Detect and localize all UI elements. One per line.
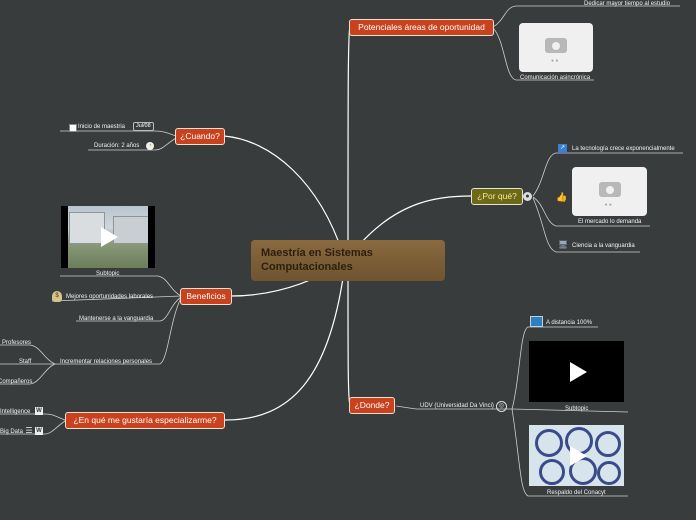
expand-icon[interactable]: ● xyxy=(523,192,532,201)
dedicar-tiempo-text: Dedicar mayor tiempo al estudio xyxy=(584,1,671,7)
topic-cuando-label: ¿Cuando? xyxy=(180,131,220,141)
bigdata-text: Big Data xyxy=(0,429,24,435)
money-bag-icon: $ xyxy=(52,291,62,302)
topic-porque-label: ¿Por qué? xyxy=(477,191,517,201)
central-title: Maestría en Sistemas Computacionales xyxy=(261,247,373,273)
topic-potenciales[interactable]: Potenciales áreas de oportunidad xyxy=(349,19,494,36)
campus-video-thumbnail[interactable] xyxy=(61,206,155,268)
topic-donde-label: ¿Donde? xyxy=(354,400,390,410)
wikipedia-icon[interactable]: W xyxy=(35,427,43,435)
central-topic[interactable]: Maestría en Sistemas Computacionales xyxy=(251,240,445,281)
date-tag: Jul/08 xyxy=(133,122,154,131)
camera-icon xyxy=(598,181,621,197)
play-icon[interactable] xyxy=(569,445,587,466)
topic-especializarme-label: ¿En qué me gustaría especializarme? xyxy=(73,415,217,425)
mercado-text: El mercado lo demanda xyxy=(578,219,642,225)
staff-text: Staff xyxy=(19,359,32,365)
comunicacion-text: Comunicación asincrónica xyxy=(520,75,591,81)
donde-video-label: Subtopic xyxy=(565,406,589,412)
topic-cuando[interactable]: ¿Cuando? xyxy=(175,128,225,145)
notes-icon[interactable]: ☰ xyxy=(25,426,33,435)
image-placeholder[interactable]: ● ● xyxy=(519,23,593,72)
building-shape xyxy=(113,216,149,244)
donde-video-thumbnail[interactable] xyxy=(529,341,624,402)
microscope-icon: 🖥 xyxy=(558,240,569,249)
topic-beneficios[interactable]: Beneficios xyxy=(180,288,232,305)
globe-icon: ◎ xyxy=(496,401,507,412)
inicio-maestria-text: Inicio de maestria xyxy=(78,124,126,130)
tecnologia-text: La tecnología crece exponencialmente xyxy=(572,146,675,152)
profesores-text: Profesores xyxy=(2,340,32,346)
monitor-icon xyxy=(530,316,543,327)
topic-potenciales-label: Potenciales áreas de oportunidad xyxy=(358,22,485,32)
topic-beneficios-label: Beneficios xyxy=(186,291,226,301)
building-shape xyxy=(69,212,105,244)
thumbs-up-icon: 👍 xyxy=(556,192,568,202)
topic-especializarme[interactable]: ¿En qué me gustaría especializarme? xyxy=(65,412,225,429)
mejores-oportunidades-text: Mejores oportunidades laborales xyxy=(66,294,154,300)
respaldo-text: Respaldo del Conacyt xyxy=(547,490,606,496)
intelligence-text: Intelligence xyxy=(0,409,31,415)
clock-icon: ◔ xyxy=(146,142,154,150)
video-label: Subtopic xyxy=(96,271,120,277)
duracion-text: Duración: 2 años xyxy=(94,143,140,149)
image-placeholder[interactable]: ● ● xyxy=(572,167,647,216)
checkbox-icon[interactable] xyxy=(69,124,77,132)
camera-icon xyxy=(545,37,567,53)
udv-text: UDV (Universidad Da Vinci) xyxy=(420,403,494,409)
play-icon[interactable] xyxy=(101,227,118,247)
conacyt-video-thumbnail[interactable] xyxy=(529,425,624,486)
wikipedia-icon[interactable]: W xyxy=(35,407,43,415)
companeros-text: Compañeros xyxy=(0,379,33,385)
distancia-text: A distancia 100% xyxy=(546,320,593,326)
topic-donde[interactable]: ¿Donde? xyxy=(349,397,395,414)
ciencia-text: Ciencia a la vanguardia xyxy=(572,243,635,249)
play-icon[interactable] xyxy=(569,361,587,382)
mantenerse-text: Mantenerse a la vanguardia xyxy=(79,316,154,322)
trend-arrow-icon: ↗ xyxy=(558,144,567,153)
topic-porque[interactable]: ¿Por qué? xyxy=(471,188,523,205)
incrementar-relaciones-text: Incrementar relaciones personales xyxy=(60,359,153,365)
